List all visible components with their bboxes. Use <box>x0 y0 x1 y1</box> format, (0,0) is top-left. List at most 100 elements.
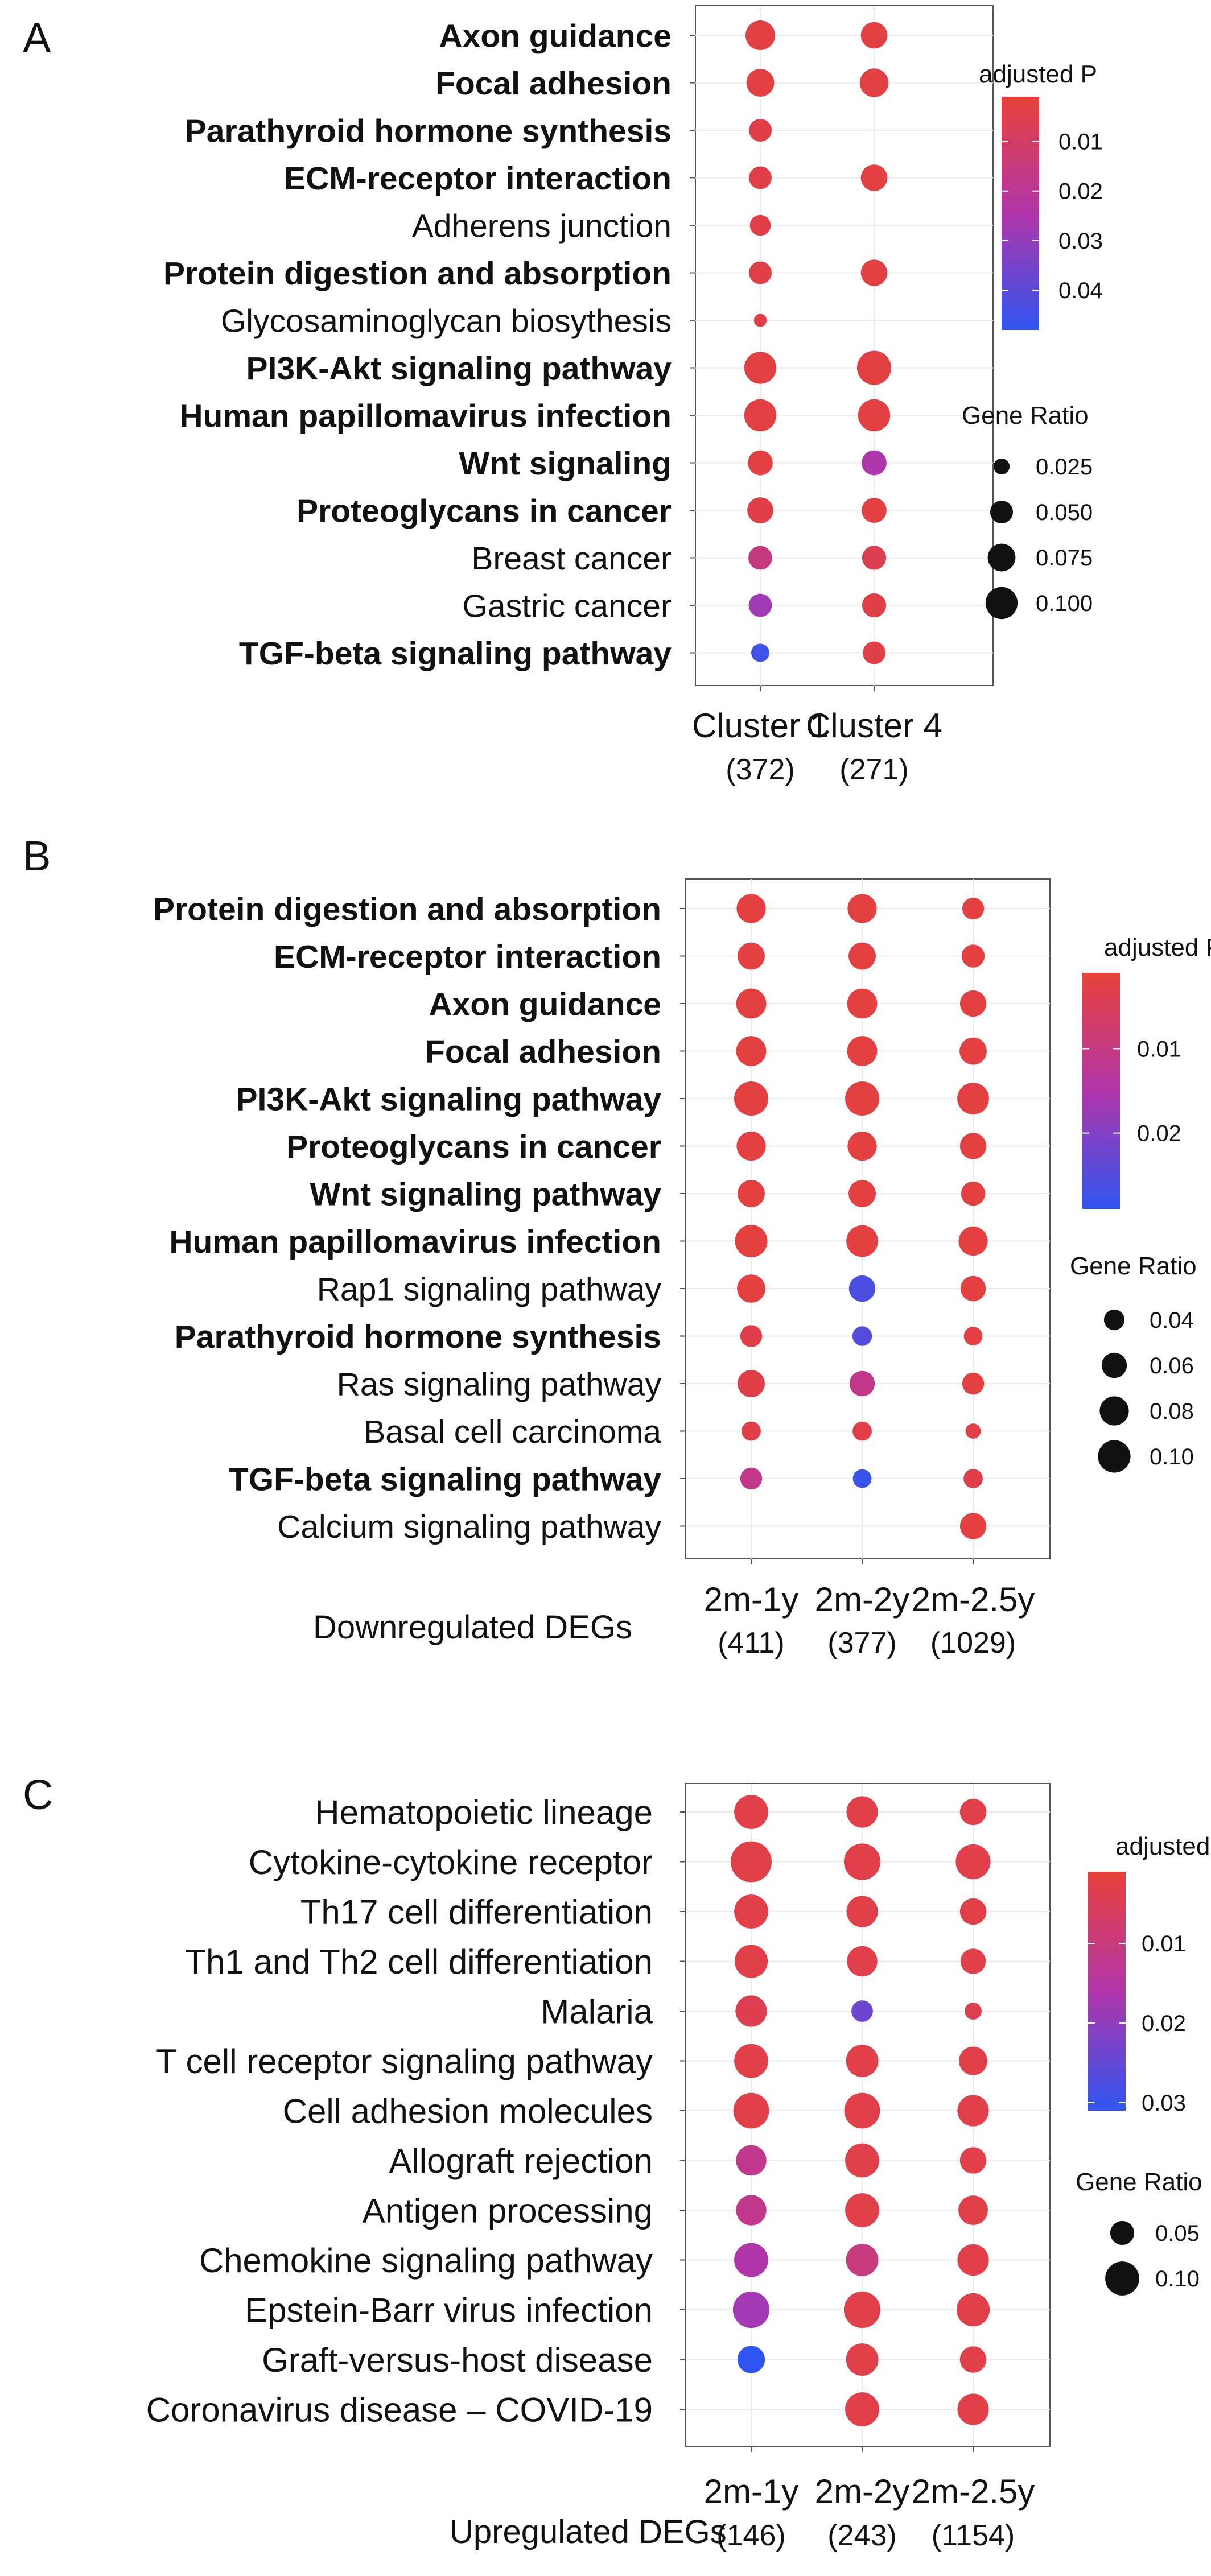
color-legend-label: 0.04 <box>1058 278 1103 303</box>
panel-label: A <box>23 14 51 61</box>
data-point <box>849 1370 875 1397</box>
data-point <box>749 166 772 189</box>
data-point <box>860 22 888 49</box>
data-point <box>736 1036 767 1066</box>
data-point <box>862 546 887 570</box>
size-legend-dot <box>990 501 1013 523</box>
data-point <box>852 1421 872 1441</box>
column-label: 2m-2.5y <box>912 2472 1035 2511</box>
data-point <box>956 2293 990 2327</box>
row-label: Ras signaling pathway <box>337 1367 662 1403</box>
data-point <box>963 1469 983 1488</box>
data-point <box>753 313 767 327</box>
size-legend-title: Gene Ratio <box>1070 1252 1197 1280</box>
row-label: Glycosaminoglycan biosythesis <box>221 303 672 340</box>
column-label: 2m-1y <box>704 2472 799 2511</box>
data-point <box>734 1894 768 1929</box>
size-legend-label: 0.10 <box>1150 1444 1194 1469</box>
color-legend-label: 0.01 <box>1142 1931 1186 1956</box>
column-label: 2m-2y <box>815 1580 910 1619</box>
row-label: Protein digestion and absorption <box>163 255 672 292</box>
data-point <box>749 119 772 142</box>
row-label: Calcium signaling pathway <box>277 1509 661 1545</box>
data-point <box>751 643 769 662</box>
data-point <box>860 259 888 286</box>
color-legend-label: 0.02 <box>1058 179 1103 204</box>
row-label: Adherens junction <box>412 208 672 245</box>
data-point <box>847 1131 877 1161</box>
data-point <box>965 2003 982 2020</box>
data-point <box>957 1083 989 1114</box>
size-legend-label: 0.06 <box>1150 1353 1194 1378</box>
data-point <box>740 1325 763 1347</box>
row-label: Malaria <box>541 1993 653 2031</box>
row-label: Wnt signaling <box>459 445 672 482</box>
row-label: Gastric cancer <box>463 588 672 625</box>
size-legend-dot <box>1101 1352 1127 1378</box>
row-label: Parathyroid hormone synthesis <box>175 1319 661 1355</box>
row-label: ECM-receptor interaction <box>284 160 672 197</box>
size-legend-label: 0.08 <box>1150 1399 1194 1424</box>
data-point <box>845 1081 879 1116</box>
row-label: Coronavirus disease – COVID-19 <box>146 2391 653 2429</box>
data-point <box>957 2393 989 2425</box>
data-point <box>845 2143 879 2178</box>
data-point <box>736 2145 767 2176</box>
column-count: (1154) <box>932 2519 1015 2552</box>
data-point <box>736 2195 767 2226</box>
data-point <box>857 350 891 385</box>
data-point <box>862 450 887 476</box>
data-point <box>851 2000 873 2022</box>
data-point <box>844 2092 880 2129</box>
data-point <box>742 1421 761 1441</box>
color-legend-title: adjusted P <box>1104 934 1211 961</box>
color-legend-label: 0.02 <box>1142 2011 1186 2036</box>
column-label: Cluster 4 <box>806 707 942 745</box>
size-legend-dot <box>993 458 1010 475</box>
row-label: Breast cancer <box>471 540 672 577</box>
color-legend-label: 0.03 <box>1142 2091 1186 2116</box>
row-label: Proteoglycans in cancer <box>296 493 672 530</box>
data-point <box>732 2291 770 2329</box>
row-label: TGF-beta signaling pathway <box>229 1462 661 1498</box>
row-label: TGF-beta signaling pathway <box>239 635 672 672</box>
data-point <box>736 894 766 923</box>
data-point <box>959 1513 987 1539</box>
data-point <box>959 2147 987 2174</box>
column-count: (1029) <box>930 1626 1016 1659</box>
data-point <box>959 1133 987 1159</box>
data-point <box>957 2095 989 2127</box>
column-label: 2m-2y <box>815 2472 910 2511</box>
color-legend-label: 0.01 <box>1058 130 1103 155</box>
row-label: Cytokine-cytokine receptor <box>249 1843 653 1881</box>
row-label: Graft-versus-host disease <box>262 2341 653 2379</box>
data-point <box>863 641 885 664</box>
column-count: (243) <box>827 2519 896 2552</box>
data-point <box>747 497 773 523</box>
column-label: 2m-2.5y <box>912 1580 1035 1619</box>
data-point <box>748 450 773 476</box>
row-label: Protein digestion and absorption <box>153 891 661 928</box>
data-point <box>960 1948 986 1974</box>
row-label: Wnt signaling pathway <box>310 1176 661 1213</box>
size-legend-dot <box>1099 1396 1129 1426</box>
row-label: Focal adhesion <box>435 65 672 102</box>
size-legend-dot <box>1110 2220 1135 2245</box>
row-label: ECM-receptor interaction <box>274 939 661 975</box>
data-point <box>740 1467 763 1490</box>
data-point <box>959 1898 987 1925</box>
data-point <box>738 942 765 970</box>
row-label: Parathyroid hormone synthesis <box>185 113 672 150</box>
data-point <box>746 69 775 97</box>
data-point <box>862 498 887 523</box>
size-legend-dot <box>1098 1440 1131 1473</box>
data-point <box>959 990 987 1017</box>
row-label: Cell adhesion molecules <box>283 2092 653 2131</box>
data-point <box>961 1181 986 1206</box>
row-label: PI3K-Akt signaling pathway <box>246 350 672 387</box>
data-point <box>846 2244 879 2276</box>
data-point <box>736 988 767 1019</box>
